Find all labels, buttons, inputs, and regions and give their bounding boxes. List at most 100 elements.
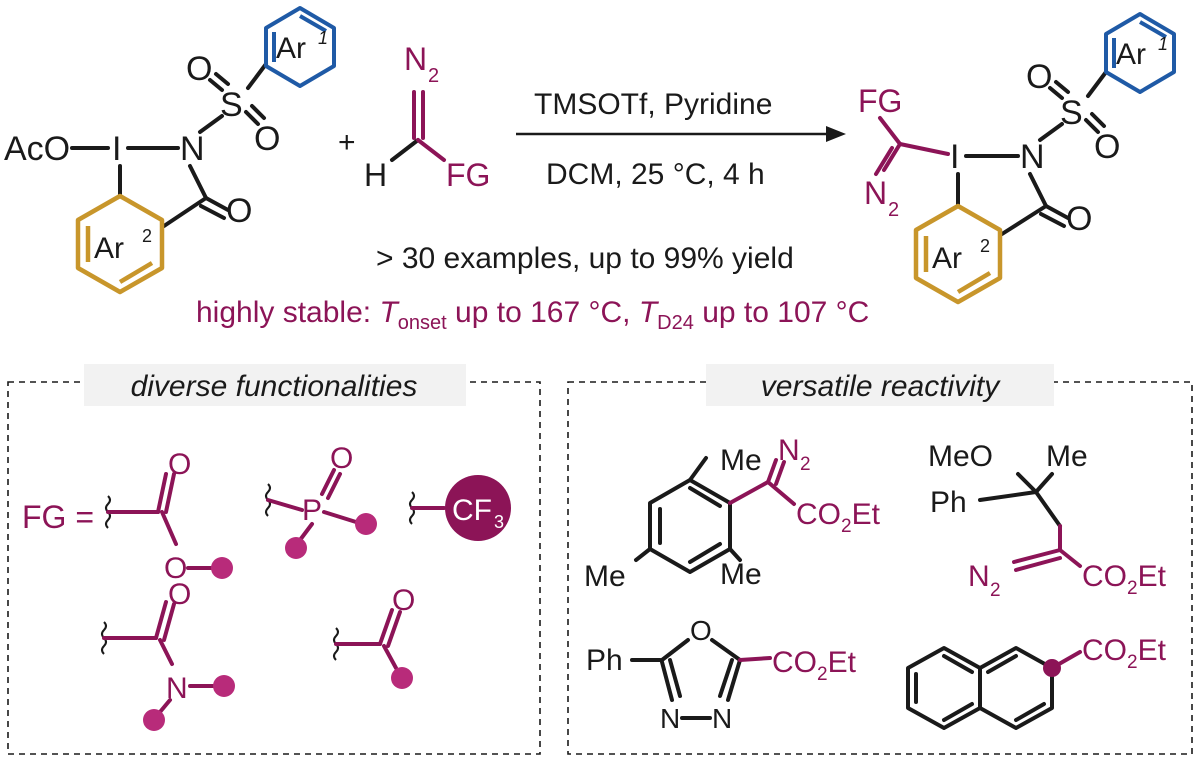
product-bond-s-o2-b <box>1090 112 1106 128</box>
reactant-diazo: N 2 H FG <box>364 41 490 193</box>
product-ar2-ring: Ar 2 <box>913 203 1003 305</box>
nitrogen-atom: N <box>180 130 205 168</box>
svg-text:2: 2 <box>142 226 152 246</box>
product-bond-s-o2-a <box>1084 118 1100 134</box>
product-bond-s-ar1 <box>1086 70 1108 98</box>
svg-text:1: 1 <box>1158 34 1168 54</box>
substituent-ball <box>285 537 307 559</box>
carbonyl-oxygen: O <box>226 192 252 230</box>
svg-text:Ph: Ph <box>586 644 623 677</box>
bond-s-o2-b <box>250 104 266 120</box>
svg-text:O: O <box>690 615 712 646</box>
svg-text:CO2Et: CO2Et <box>1082 634 1167 673</box>
bond-c-h <box>390 138 420 162</box>
product-diazo-benziodazolone: FG N 2 I N O S O O Ar 1 <box>858 12 1176 305</box>
substituent-ball <box>355 513 377 535</box>
product-oxadiazole: Ph O N N CO2Et <box>586 615 857 734</box>
svg-text:2: 2 <box>980 236 990 256</box>
product-bond-s-o1-a <box>1048 86 1064 100</box>
fg-equals-label: FG = <box>22 499 94 535</box>
svg-text:O: O <box>168 448 191 481</box>
svg-text:N: N <box>166 672 188 705</box>
reactant-benziodazolone: AcO I N O S O O Ar 1 <box>4 6 336 295</box>
svg-text:3: 3 <box>494 512 504 532</box>
svg-text:2: 2 <box>800 454 811 475</box>
bond-n-carbonyl <box>188 164 208 200</box>
svg-text:O: O <box>330 442 353 475</box>
fg-ester: O O <box>105 448 233 585</box>
bond-carbonyl-aryl <box>162 196 208 228</box>
substituent-ball <box>213 675 235 697</box>
svg-text:Me: Me <box>720 558 762 591</box>
panel-left-title: diverse functionalities <box>131 370 418 403</box>
panel-left-border <box>7 381 541 755</box>
substituent-ball <box>143 709 165 731</box>
product-bond-c-i <box>898 142 950 156</box>
product-bond-carbonyl-aryl <box>1000 204 1048 236</box>
cf3-ball <box>445 475 511 541</box>
product-bond-n-carbonyl <box>1028 172 1048 208</box>
product-iodine-atom: I <box>950 138 959 176</box>
bond-c-fg <box>416 138 446 162</box>
product-fg-label: FG <box>858 83 902 119</box>
ar2-ring: Ar 2 <box>75 193 165 295</box>
svg-text:N: N <box>968 560 990 593</box>
svg-text:Ar: Ar <box>1116 38 1146 71</box>
fg-trifluoromethyl: CF 3 <box>409 475 511 541</box>
diazo-n-subscript: 2 <box>428 65 439 87</box>
product-bond-s-o1-b <box>1054 80 1070 94</box>
product-bond-c-n2-a <box>882 142 902 172</box>
svg-text:CO2Et: CO2Et <box>772 646 857 685</box>
product-nitrogen-atom: N <box>1020 138 1045 176</box>
svg-text:2: 2 <box>990 580 1001 601</box>
product-carbonyl-oxygen: O <box>1066 200 1092 238</box>
product-bond-c-o-b <box>1039 212 1066 228</box>
bond-c-o-double-b <box>199 204 226 220</box>
product-bond-n-s <box>1038 122 1064 142</box>
scope-summary: > 30 examples, up to 99% yield <box>376 242 794 275</box>
svg-text:O: O <box>168 578 191 611</box>
sulfur-atom: S <box>220 86 243 124</box>
product-bond-c-o-a <box>1044 204 1070 220</box>
sulfonyl-oxygen-1: O <box>186 50 212 88</box>
substituent-ball <box>211 557 233 579</box>
product-alkyl-diazoester: MeO Me Ph N 2 CO2Et <box>928 440 1167 601</box>
plus-sign: + <box>338 126 356 159</box>
product-bond-c-n2-b <box>874 146 894 176</box>
fg-label: FG <box>446 157 490 193</box>
reaction-arrow-head <box>826 126 846 142</box>
svg-text:MeO: MeO <box>928 440 993 473</box>
svg-text:O: O <box>164 552 187 585</box>
product-diazo-n-subscript: 2 <box>888 199 899 221</box>
svg-text:Me: Me <box>1046 440 1088 473</box>
svg-text:CF: CF <box>452 494 492 527</box>
svg-text:Me: Me <box>584 560 626 593</box>
conditions-reagents: TMSOTf, Pyridine <box>534 88 772 121</box>
panel-right-title-bg <box>706 364 1054 406</box>
svg-text:Ar: Ar <box>276 32 306 65</box>
product-sulfur-atom: S <box>1060 94 1083 132</box>
svg-text:P: P <box>302 494 322 527</box>
bond-s-ar1 <box>246 62 268 90</box>
bond-n-s <box>198 114 224 134</box>
bond-c-o-double-a <box>204 196 230 212</box>
ar1-ring: Ar 1 <box>264 6 336 88</box>
svg-text:Me: Me <box>720 444 762 477</box>
svg-text:CO2Et: CO2Et <box>796 498 881 537</box>
fg-ketone: O <box>333 584 415 689</box>
product-mesityl-diazoester: Me Me Me N 2 CO2Et <box>584 434 881 593</box>
diazo-n: N <box>404 41 427 77</box>
bond-s-o1-b <box>214 72 230 86</box>
iodine-atom: I <box>112 130 121 168</box>
svg-text:1: 1 <box>318 28 328 48</box>
panel-left-title-bg <box>84 364 466 406</box>
svg-text:Ar: Ar <box>94 232 124 265</box>
product-sulfonyl-oxygen-2: O <box>1094 128 1120 166</box>
product-naphthyl-ester: CO2Et <box>906 634 1167 730</box>
product-bond-c-fg <box>878 116 902 146</box>
svg-text:N: N <box>660 703 680 734</box>
fg-amide: O N <box>101 578 235 731</box>
svg-text:O: O <box>392 584 415 617</box>
panel-diverse-functionalities: diverse functionalities FG = O O P O <box>7 364 541 755</box>
